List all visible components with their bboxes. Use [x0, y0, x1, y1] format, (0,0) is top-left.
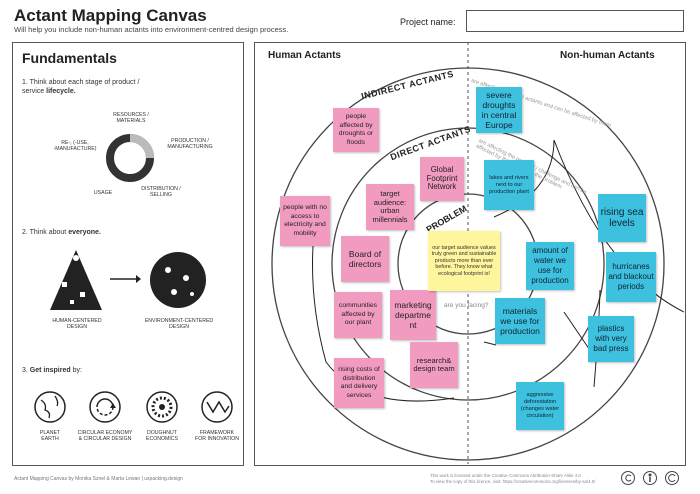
human-actants-header: Human Actants [268, 50, 341, 61]
lifecycle-production: PRODUCTION / MANUFACTURING [167, 138, 213, 150]
sticky-note[interactable]: target audience: urban millennials [366, 184, 414, 230]
sticky-note[interactable]: hurricanes and blackout periods [606, 252, 656, 302]
lifecycle-usage: USAGE [93, 190, 113, 196]
inspiration-label-planet-earth: PLANET EARTH [39, 430, 61, 442]
nonhuman-actants-header: Non-human Actants [560, 50, 655, 61]
arrow-right-icon [110, 275, 141, 283]
sticky-note[interactable]: amount of water we use for production [526, 242, 574, 290]
project-name-field[interactable] [466, 10, 684, 32]
sticky-note[interactable]: aggressive deforestation (changes water … [516, 382, 564, 430]
human-centered-icon [50, 250, 102, 310]
sticky-note[interactable]: people with no access to electricity and… [280, 196, 330, 246]
step-2-text: 2. Think about everyone. [22, 229, 101, 236]
sticky-note[interactable]: marketing departme nt [390, 290, 436, 340]
sticky-note[interactable]: Global Footprint Network [420, 157, 464, 201]
fundamentals-panel [12, 42, 244, 466]
actant-canvas-panel [254, 42, 686, 466]
doughnut-icon [146, 391, 178, 423]
step-3-text: 3. Get inspired by: [22, 367, 82, 374]
lifecycle-ring-icon [106, 134, 154, 182]
creative-commons-icons [621, 471, 679, 485]
page-title: Actant Mapping Canvas [14, 6, 207, 25]
problem-sticky-note[interactable]: our target audience values truly green a… [428, 231, 500, 291]
fundamentals-title: Fundamentals [22, 50, 117, 66]
problem-caption: are you facing? [444, 302, 489, 309]
project-name-label: Project name: [400, 17, 456, 27]
footer-license: This work is licensed under the Creative… [430, 473, 596, 484]
step-1-text: 1. Think about each stage of product / s… [22, 79, 140, 95]
lifecycle-resources: RESOURCES / MATERIALS [113, 112, 149, 124]
sticky-note[interactable]: Board of directors [341, 236, 389, 282]
inspiration-label-doughnut-economics: DOUGHNUT ECONOMICS [146, 430, 178, 442]
sticky-note[interactable]: materials we use for production [495, 298, 545, 344]
lifecycle-distribution: DISTRIBUTION / SELLING [141, 186, 181, 198]
framework-icon [201, 391, 233, 423]
sticky-note[interactable]: communities affected by our plant [334, 292, 382, 338]
sticky-note[interactable]: people affected by droughts or floods [333, 108, 379, 152]
circular-arrows-icon [89, 391, 121, 423]
lifecycle-reuse: RE-, (-USE, -MANUFACTURE) [53, 140, 97, 152]
environment-centered-icon [150, 252, 206, 308]
sticky-note[interactable]: research& design team [410, 342, 458, 388]
page-subtitle: Will help you include non-human actants … [14, 25, 289, 34]
globe-icon [34, 391, 66, 423]
sticky-note[interactable]: lakes and rivers next to our production … [484, 160, 534, 210]
sticky-note[interactable]: rising sea levels [598, 194, 646, 242]
environment-centered-label: ENVIRONMENT-CENTERED DESIGN [144, 318, 214, 330]
sticky-note[interactable]: plastics with very bad press [588, 316, 634, 362]
inspiration-label-framework: FRAMEWORK FOR INNOVATION [195, 430, 239, 442]
sticky-note[interactable]: rising costs of distribution and deliver… [334, 358, 384, 408]
human-centered-label: HUMAN-CENTERED DESIGN [52, 318, 102, 330]
footer-credits: Actant Mapping Canvas by Monika Sznel & … [14, 476, 183, 482]
sticky-note[interactable]: severe droughts in central Europe [476, 87, 522, 133]
inspiration-label-circular-economy: CIRCULAR ECONOMY & CIRCULAR DESIGN [77, 430, 133, 442]
